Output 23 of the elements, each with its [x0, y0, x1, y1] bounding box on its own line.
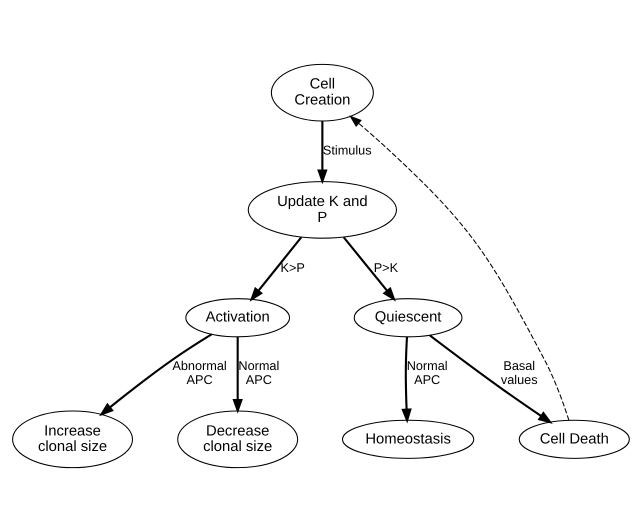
edge-label: Normal APC [406, 359, 448, 387]
arrow [342, 236, 396, 302]
node-ellipse: Homeostasis [342, 420, 474, 459]
arrow [99, 333, 212, 416]
arrow [401, 336, 412, 424]
arrow [429, 334, 553, 424]
node-ellipse: Activation [185, 298, 290, 338]
edge-label: Basal values [500, 359, 538, 387]
arrow [317, 121, 328, 184]
node-ellipse: Cell Creation [270, 64, 374, 122]
node-ellipse: Cell Death [518, 420, 630, 459]
arrow [232, 336, 243, 414]
node-ellipse: Quiescent [354, 298, 462, 338]
edge-label: Stimulus [322, 144, 372, 158]
edge-label: Normal APC [238, 359, 280, 387]
node-ellipse: Update K and P [248, 181, 397, 239]
edge-label: P>K [374, 260, 398, 275]
edge-label: K>P [280, 260, 305, 275]
edge-label: Abnormal APC [172, 359, 227, 387]
arrow [250, 236, 302, 302]
node-ellipse: Decrease clonal size [177, 410, 298, 468]
node-ellipse: Increase clonal size [12, 410, 134, 468]
arrow [349, 115, 570, 420]
